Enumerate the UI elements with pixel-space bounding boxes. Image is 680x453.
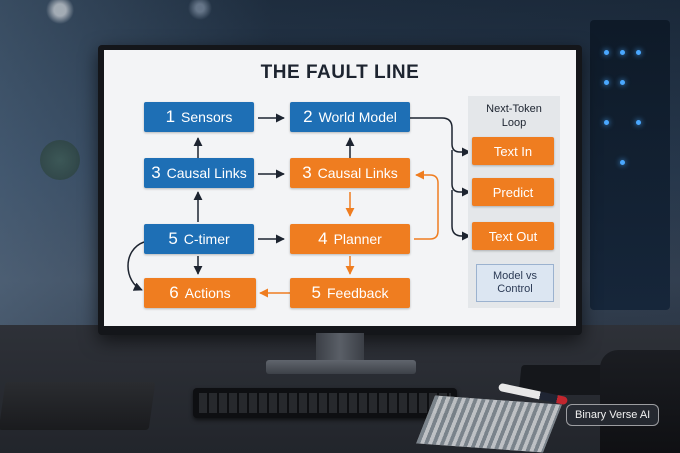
desk-notebook [0,382,156,430]
rack-light [620,80,625,85]
node-text-out: Text Out [472,222,554,250]
rack-light [636,50,641,55]
rack-light [620,50,625,55]
diagram-arrows [127,113,471,298]
node-sensors: 1 Sensors [144,102,254,132]
rack-light [620,160,625,165]
diagram-title: THE FAULT LINE [260,62,420,83]
node-actions: 6 Actions [144,278,256,308]
monitor-screen: THE FAULT LINE [104,50,576,326]
monitor-stand [316,333,364,365]
edge-world-to-predict [451,150,471,197]
node-label: Feedback [326,285,389,301]
rack-light [636,120,641,125]
edge-planner-loop-to-causal [414,170,439,240]
node-number: 6 [169,283,179,302]
node-number: 4 [318,229,328,248]
node-label: C-timer [183,231,230,247]
next-token-loop-title: Next-Token Loop [468,102,560,130]
panel-title-line: Loop [501,117,527,129]
node-label: Actions [184,285,231,301]
background-plant [40,140,80,180]
node-number: 3 [151,163,161,182]
node-predict: Predict [472,178,554,206]
rack-light [604,80,609,85]
node-label: Sensors [181,109,233,125]
node-label: World Model [318,109,397,125]
node-number: 5 [311,283,321,302]
watermark-label: Binary Verse AI [566,404,660,426]
node-number: 2 [303,107,313,126]
node-feedback: 5 Feedback [290,278,410,308]
node-number: 5 [168,229,178,248]
note-line: Model vs [492,270,538,282]
panel-title-line: Next-Token [486,103,542,115]
edge-ctimer-loop-to-actions [127,241,145,291]
node-text-in: Text In [472,137,554,165]
keyboard [193,388,457,418]
edge-world-to-text-out [451,190,471,241]
rack-light [604,120,609,125]
edge-world-to-text-in [410,117,471,157]
node-number: 3 [302,163,312,182]
node-label: Causal Links [317,165,398,181]
node-world-model: 2 World Model [290,102,410,132]
node-causal-links-orange: 3 Causal Links [290,158,410,188]
node-ctimer: 5 C-timer [144,224,254,254]
node-label: Causal Links [166,165,247,181]
note-line: Control [497,283,533,295]
node-causal-links-blue: 3 Causal Links [144,158,254,188]
node-label: Planner [333,231,382,247]
rack-light [604,50,609,55]
node-planner: 4 Planner [290,224,410,254]
desk-paper [416,395,562,453]
monitor-base [266,360,416,374]
node-number: 1 [165,107,176,126]
server-rack [590,20,670,310]
model-vs-control-note: Model vs Control [476,264,554,302]
office-chair [600,350,680,453]
